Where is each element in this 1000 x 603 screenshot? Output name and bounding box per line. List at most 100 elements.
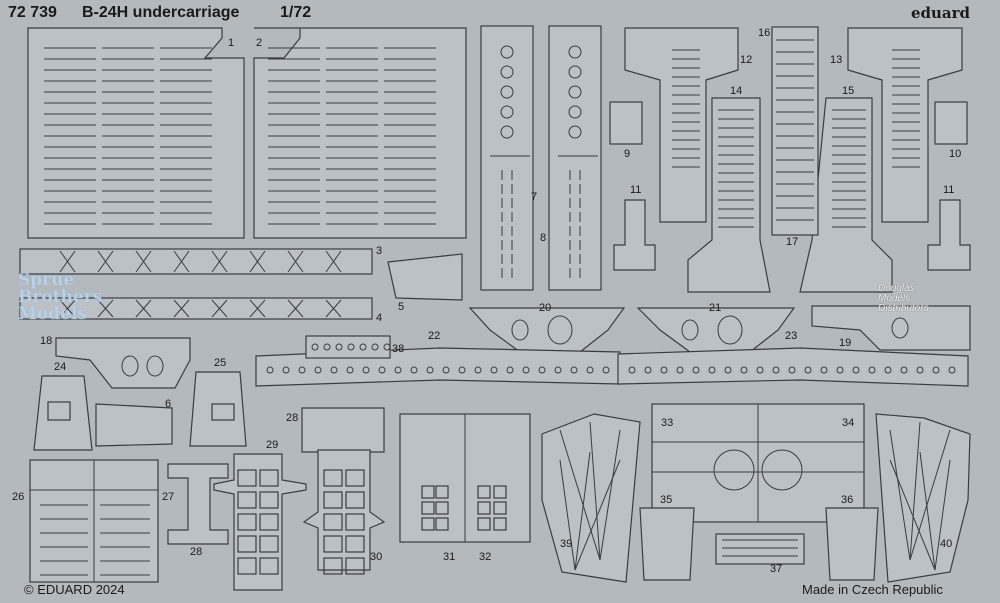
- etch-line: [325, 299, 342, 318]
- part-number: 10: [949, 148, 962, 160]
- cutout: [237, 469, 257, 487]
- part-number: 38: [392, 343, 405, 355]
- rivet: [740, 366, 748, 374]
- part-37: [715, 533, 805, 565]
- rivet: [298, 366, 306, 374]
- window-cutout: [47, 401, 71, 421]
- part-number: 14: [730, 85, 743, 97]
- rivet: [394, 366, 402, 374]
- door-part-40: [875, 413, 971, 583]
- rivet: [586, 366, 594, 374]
- rivet: [282, 366, 290, 374]
- peg: [347, 343, 355, 351]
- etch-line: [59, 299, 76, 318]
- rivet: [724, 366, 732, 374]
- rivet: [644, 366, 652, 374]
- strut-part-15: [799, 97, 893, 293]
- part-number: 40: [940, 538, 953, 550]
- etch-line: [589, 421, 601, 561]
- part-number: 1: [228, 37, 235, 49]
- peg: [371, 343, 379, 351]
- etch-line: [135, 250, 152, 273]
- part-number: 15: [842, 85, 855, 97]
- rivet: [490, 366, 498, 374]
- part-9: [609, 101, 643, 145]
- rivet: [788, 366, 796, 374]
- bracket-part-20: [468, 307, 626, 353]
- copyright-text: © EDUARD 2024: [24, 582, 125, 597]
- lightening-hole: [511, 319, 529, 341]
- cutout: [259, 469, 279, 487]
- cutout: [477, 517, 491, 531]
- cutout: [323, 557, 343, 575]
- hole: [500, 125, 514, 139]
- etch-line: [211, 299, 228, 318]
- part-number: 32: [479, 551, 492, 563]
- lightening-hole: [891, 317, 909, 339]
- rivet: [692, 366, 700, 374]
- rivet: [266, 366, 274, 374]
- part-6: [95, 403, 173, 447]
- part-8: [548, 25, 602, 291]
- part-number: 12: [740, 54, 753, 66]
- part-number: 21: [709, 302, 722, 314]
- part-number: 33: [661, 417, 674, 429]
- etch-line: [559, 459, 576, 571]
- cutout: [477, 485, 491, 499]
- etch-line: [173, 250, 190, 273]
- cutout: [345, 513, 365, 531]
- etch-line: [574, 451, 591, 571]
- cutout: [237, 513, 257, 531]
- cutout: [237, 535, 257, 553]
- cutout: [323, 469, 343, 487]
- rivet: [426, 366, 434, 374]
- cutout: [493, 517, 507, 531]
- etch-line: [934, 459, 951, 571]
- rivet: [820, 366, 828, 374]
- part-number: 28: [286, 412, 299, 424]
- etch-line: [559, 429, 601, 561]
- part-number: 13: [830, 54, 843, 66]
- rivet: [628, 366, 636, 374]
- part-36: [825, 507, 879, 581]
- eduard-logo: eduard: [910, 4, 970, 22]
- lightening-hole: [681, 319, 699, 341]
- part-number: 11: [943, 184, 955, 196]
- rivet: [900, 366, 908, 374]
- rivet: [868, 366, 876, 374]
- etch-line: [97, 250, 114, 273]
- cutout: [435, 501, 449, 515]
- etch-line: [909, 421, 921, 561]
- hole: [568, 65, 582, 79]
- rivet: [410, 366, 418, 374]
- part-28-upper: [301, 407, 385, 453]
- peg: [311, 343, 319, 351]
- cutout: [237, 491, 257, 509]
- hole: [568, 105, 582, 119]
- cutout: [259, 535, 279, 553]
- rivet: [378, 366, 386, 374]
- peg: [359, 343, 367, 351]
- cutout: [323, 535, 343, 553]
- cutout: [421, 517, 435, 531]
- hole: [500, 45, 514, 59]
- etch-line: [249, 250, 266, 273]
- part-11-right: [927, 199, 971, 271]
- cutout: [345, 491, 365, 509]
- cutout: [421, 485, 435, 499]
- bracket-part-19: [811, 305, 971, 351]
- part-number: 34: [842, 417, 855, 429]
- part-number: 11: [630, 184, 642, 196]
- part-number: 18: [40, 335, 53, 347]
- lightening-hole: [121, 355, 139, 377]
- cutout: [237, 557, 257, 575]
- part-number: 3: [376, 245, 383, 257]
- etch-line: [889, 459, 936, 571]
- rivet: [362, 366, 370, 374]
- part-number: 35: [660, 494, 673, 506]
- cutout: [323, 491, 343, 509]
- etch-line: [909, 429, 951, 561]
- part-28-lower: [167, 463, 229, 545]
- etch-line: [287, 250, 304, 273]
